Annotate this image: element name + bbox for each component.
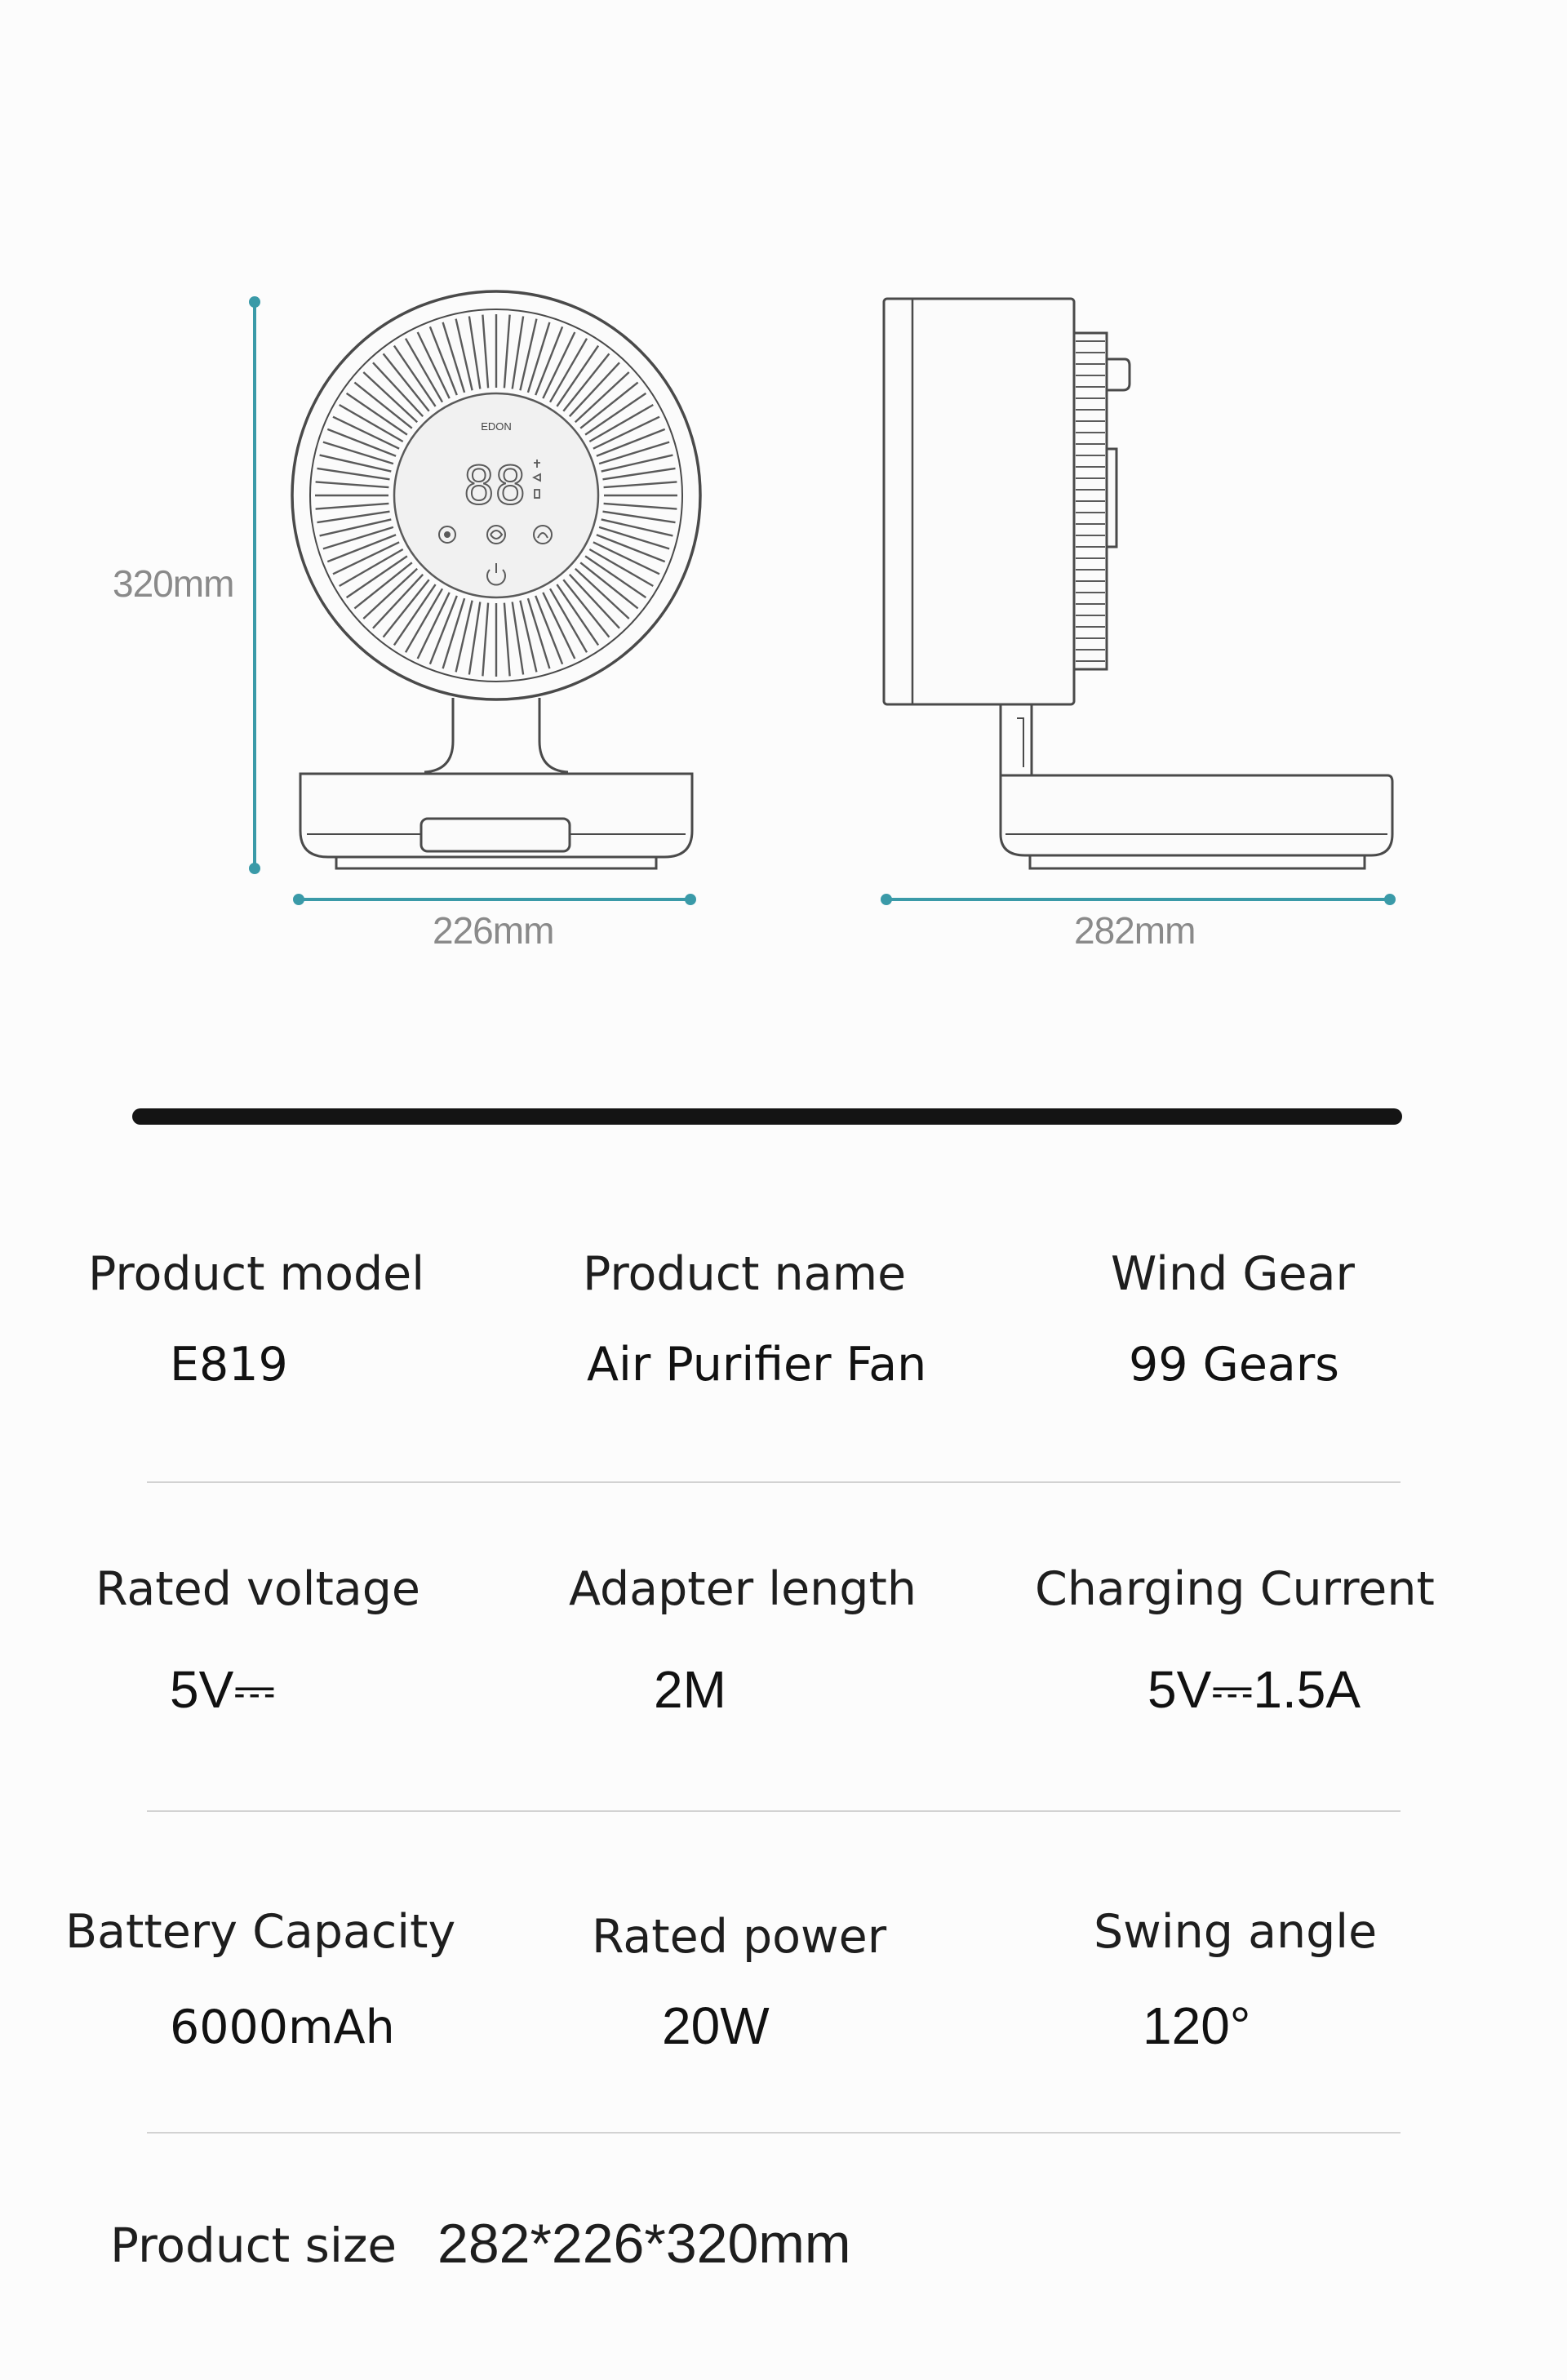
status-icons	[531, 460, 541, 499]
swing-icon	[533, 525, 553, 544]
dimension-lines	[249, 296, 1396, 905]
spec-label-battery-capacity: Battery Capacity	[65, 1905, 456, 1959]
front-width-label: 226mm	[433, 909, 554, 952]
spec-label-charging-current: Charging Current	[1035, 1562, 1435, 1616]
spec-value-rated-voltage: 5V⎓	[170, 1660, 276, 1719]
control-buttons	[438, 525, 553, 586]
spec-value-battery-capacity: 6000mAh	[170, 2000, 395, 2054]
dimension-drawing: EDON 88	[249, 290, 1396, 905]
height-label: 320mm	[113, 562, 234, 605]
brand-logo: EDON	[481, 420, 512, 433]
spec-label-adapter-length: Adapter length	[569, 1562, 917, 1616]
spec-label-product-model: Product model	[88, 1247, 425, 1301]
spec-value-product-name: Air Purifier Fan	[587, 1338, 927, 1392]
spec-value-rated-power: 20W	[662, 1996, 770, 2055]
spec-value-wind-gear: 99 Gears	[1129, 1338, 1339, 1392]
front-display-slot	[419, 817, 571, 853]
spec-label-wind-gear: Wind Gear	[1111, 1247, 1355, 1301]
section-divider-bar	[132, 1108, 1402, 1125]
row-divider	[147, 1481, 1401, 1483]
spec-label-rated-voltage: Rated voltage	[95, 1562, 420, 1616]
row-divider	[147, 1810, 1401, 1812]
front-neck	[424, 698, 569, 774]
grille-spokes	[315, 314, 677, 677]
side-base	[999, 774, 1394, 857]
mode-icon	[438, 526, 456, 544]
spec-label-product-name: Product name	[583, 1247, 907, 1301]
spec-label-rated-power: Rated power	[592, 1910, 887, 1964]
side-stem	[999, 702, 1033, 775]
spec-label-product-size: Product size	[110, 2218, 397, 2273]
spec-value-charging-current: 5V⎓1.5A	[1148, 1660, 1361, 1719]
grille-ribs	[1076, 340, 1105, 662]
spec-label-swing-angle: Swing angle	[1094, 1905, 1378, 1959]
side-width-label: 282mm	[1074, 909, 1196, 952]
spec-value-adapter-length: 2M	[654, 1660, 726, 1719]
front-base	[299, 772, 694, 859]
spec-value-product-model: E819	[170, 1338, 288, 1392]
side-view	[882, 297, 1394, 870]
spec-value-swing-angle: 120°	[1143, 1996, 1251, 2055]
fan-icon	[486, 525, 506, 544]
product-dimension-diagram: EDON 88	[0, 0, 1567, 1012]
digit-display: 88	[463, 456, 526, 517]
spec-value-product-size: 282*226*320mm	[437, 2213, 851, 2275]
power-icon	[486, 563, 506, 586]
row-divider	[147, 2132, 1401, 2134]
control-panel: EDON 88	[393, 392, 600, 599]
